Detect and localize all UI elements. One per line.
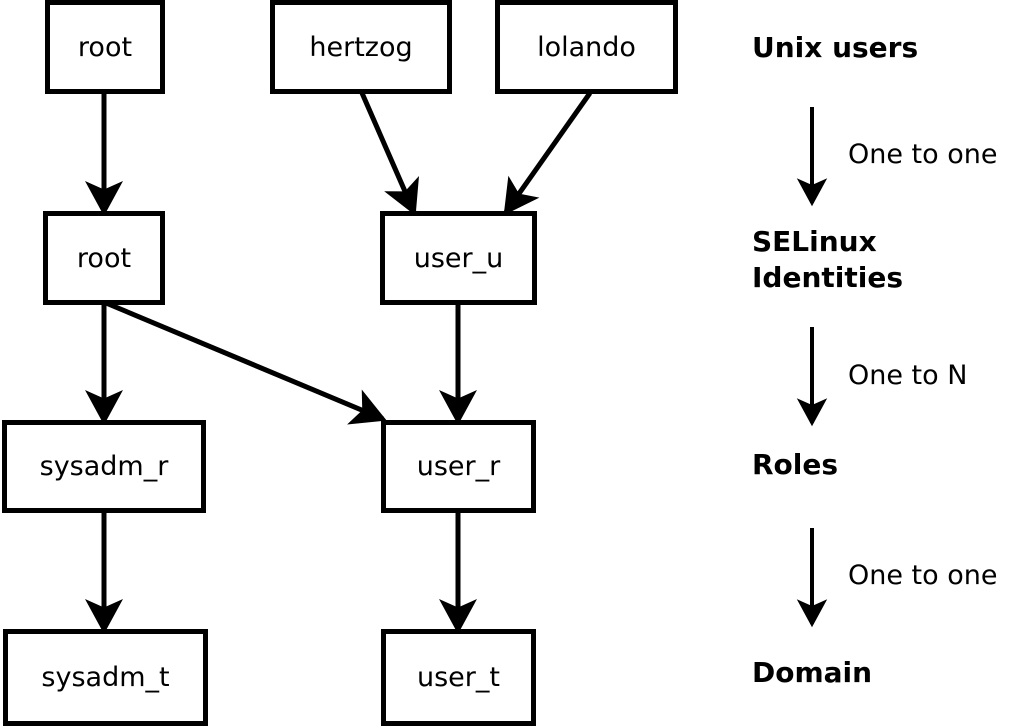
node-label: user_u xyxy=(413,242,504,274)
node-label: user_r xyxy=(416,451,501,482)
node-type-user-t[interactable]: user_t xyxy=(381,629,536,726)
node-unix-root[interactable]: root xyxy=(45,0,165,94)
legend-label-unix-users: Unix users xyxy=(752,31,919,64)
legend-caption-one-to-one-1: One to one xyxy=(848,139,998,170)
node-label: lolando xyxy=(537,31,636,63)
legend-label-roles: Roles xyxy=(752,448,839,481)
node-label: sysadm_r xyxy=(39,451,169,482)
node-identity-root[interactable]: root xyxy=(43,211,165,305)
legend-caption-one-to-one-2: One to one xyxy=(848,560,998,591)
node-role-sysadm-r[interactable]: sysadm_r xyxy=(2,420,206,513)
node-label: hertzog xyxy=(309,31,413,63)
node-label: user_t xyxy=(417,662,500,693)
node-label: sysadm_t xyxy=(41,662,170,693)
node-type-sysadm-t[interactable]: sysadm_t xyxy=(3,629,208,726)
edge-hertzog-to-user-u xyxy=(359,91,419,216)
legend-caption-one-to-n: One to N xyxy=(848,360,968,391)
node-unix-lolando[interactable]: lolando xyxy=(495,0,678,94)
edge-lolando-to-user-u xyxy=(503,91,593,216)
node-label: root xyxy=(77,31,133,63)
edge-id-root-to-user-r xyxy=(105,300,387,425)
node-unix-hertzog[interactable]: hertzog xyxy=(270,0,452,94)
legend-label-domain: Domain xyxy=(752,656,873,689)
node-identity-user-u[interactable]: user_u xyxy=(380,211,537,305)
node-role-user-r[interactable]: user_r xyxy=(381,420,536,513)
legend-label-selinux-identities: SELinux Identities xyxy=(752,225,904,294)
node-label: root xyxy=(76,242,132,274)
